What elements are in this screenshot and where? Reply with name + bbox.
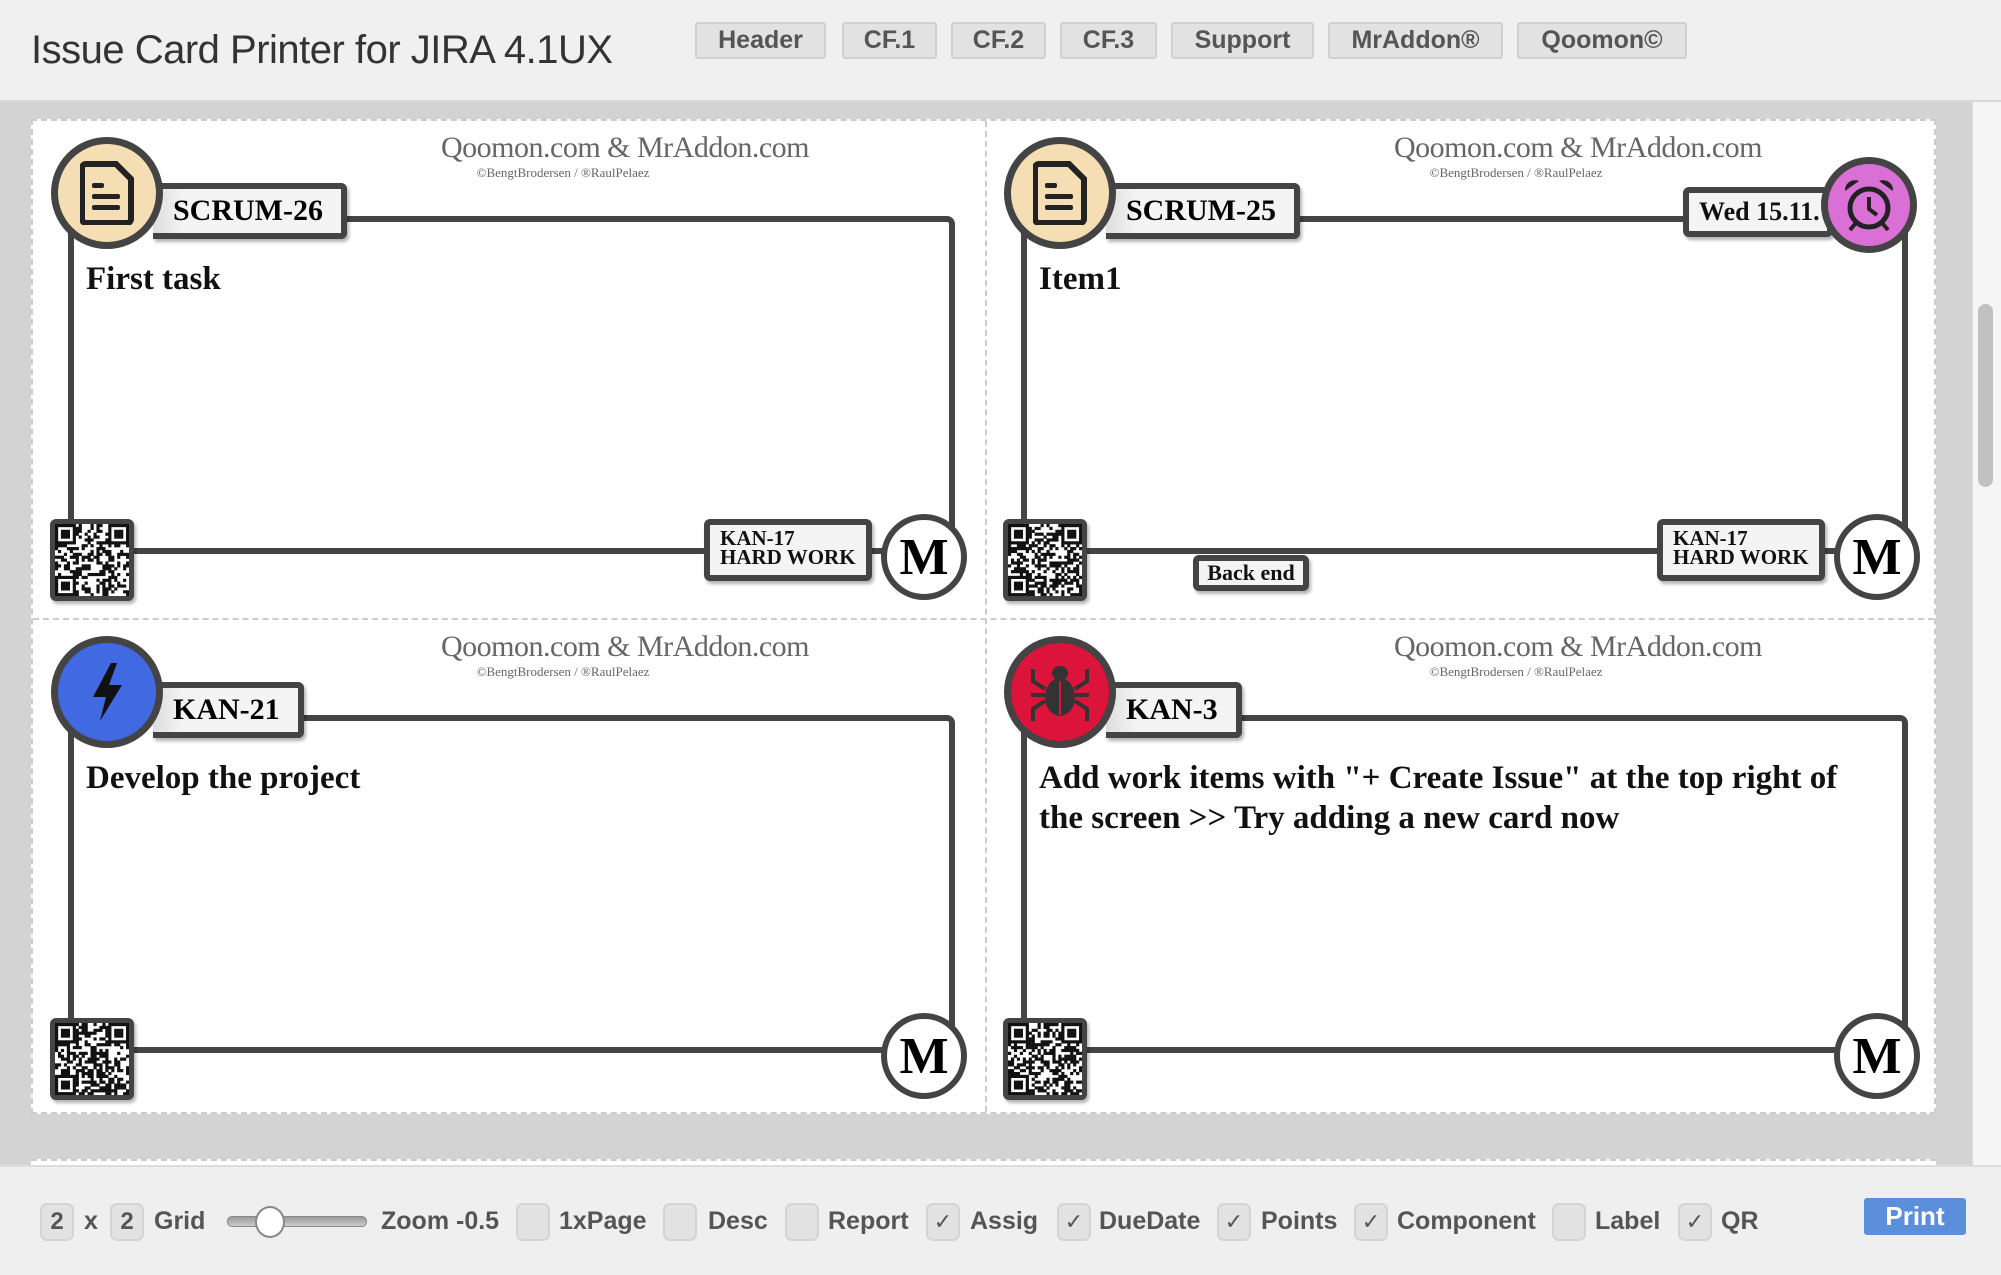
zoom-label: Zoom -0.5: [381, 1206, 500, 1235]
assignee-avatar: M: [881, 514, 967, 600]
issue-type-badge: [51, 636, 163, 748]
watermark: Qoomon.com & MrAddon.com: [441, 630, 809, 663]
label-assig: Assig: [970, 1206, 1039, 1235]
support-button[interactable]: Support: [1171, 22, 1314, 59]
checkbox-label[interactable]: [1552, 1203, 1586, 1241]
watermark-credits: ©BengtBrodersen / ®RaulPelaez: [476, 664, 650, 679]
bug-icon: [1031, 666, 1089, 721]
issue-card[interactable]: Qoomon.com & MrAddon.com ©BengtBrodersen…: [33, 121, 985, 618]
checkbox-qr[interactable]: ✓: [1678, 1203, 1712, 1241]
checkbox-assig[interactable]: ✓: [926, 1203, 960, 1241]
card-frame: [1021, 715, 1908, 1053]
issue-key: KAN-21: [153, 682, 304, 738]
grid-rows-input[interactable]: 2: [40, 1203, 74, 1241]
issue-card[interactable]: Qoomon.com & MrAddon.com ©BengtBrodersen…: [986, 620, 1938, 1117]
issue-summary: Develop the project: [86, 760, 361, 796]
print-preview: Qoomon.com & MrAddon.com ©BengtBrodersen…: [0, 102, 1972, 1165]
issue-key: KAN-3: [1106, 682, 1242, 738]
checkbox-1xpage[interactable]: [516, 1203, 550, 1241]
qr-code: [1003, 519, 1087, 601]
label-component: Component: [1397, 1206, 1536, 1235]
app-title: Issue Card Printer for JIRA 4.1UX: [31, 28, 613, 72]
vertical-scrollbar[interactable]: [1972, 102, 2001, 1165]
header-button[interactable]: Header: [695, 22, 826, 59]
component-key: KAN-17: [1673, 526, 1748, 550]
label-label: Label: [1595, 1206, 1661, 1235]
checkbox-report[interactable]: [785, 1203, 819, 1241]
scrollbar-thumb[interactable]: [1978, 304, 1993, 487]
check-icon: ✓: [1685, 1209, 1705, 1234]
watermark-credits: ©BengtBrodersen / ®RaulPelaez: [476, 165, 650, 180]
qr-code: [50, 1018, 134, 1100]
issue-key: SCRUM-26: [153, 183, 347, 239]
mraddon-button[interactable]: MrAddon®: [1328, 22, 1503, 59]
zoom-slider[interactable]: [227, 1216, 367, 1227]
app-header: Issue Card Printer for JIRA 4.1UX Header…: [0, 0, 2001, 102]
issue-type-badge: [1004, 636, 1116, 748]
label-duedate: DueDate: [1099, 1206, 1201, 1235]
card-divider-vertical: [985, 121, 987, 1112]
checkbox-desc[interactable]: [663, 1203, 697, 1241]
document-icon: [80, 161, 134, 225]
issue-type-badge: [51, 137, 163, 249]
watermark: Qoomon.com & MrAddon.com: [1394, 131, 1762, 164]
issue-summary: Item1: [1039, 261, 1122, 297]
watermark-credits: ©BengtBrodersen / ®RaulPelaez: [1429, 165, 1603, 180]
qr-code: [1003, 1018, 1087, 1100]
issue-key: SCRUM-25: [1106, 183, 1300, 239]
watermark-credits: ©BengtBrodersen / ®RaulPelaez: [1429, 664, 1603, 679]
label-report: Report: [828, 1206, 909, 1235]
card-divider-horizontal: [33, 618, 1934, 620]
cf1-button[interactable]: CF.1: [842, 22, 937, 59]
document-icon: [1033, 161, 1087, 225]
check-icon: ✓: [1361, 1209, 1381, 1234]
card-frame: [1021, 216, 1908, 554]
issue-card[interactable]: Qoomon.com & MrAddon.com ©BengtBrodersen…: [33, 620, 985, 1117]
assignee-avatar: M: [1834, 514, 1920, 600]
due-date: Wed 15.11.: [1683, 187, 1833, 237]
check-icon: ✓: [933, 1209, 953, 1234]
grid-cols-input[interactable]: 2: [110, 1203, 144, 1241]
qr-code: [50, 519, 134, 601]
bolt-icon: [93, 663, 122, 721]
cf3-button[interactable]: CF.3: [1060, 22, 1157, 59]
print-page: Qoomon.com & MrAddon.com ©BengtBrodersen…: [31, 119, 1936, 1114]
label-badge: Back end: [1193, 555, 1309, 591]
checkbox-duedate[interactable]: ✓: [1057, 1203, 1091, 1241]
component-key: KAN-17: [720, 526, 795, 550]
card-frame: [68, 715, 955, 1053]
next-print-page: [31, 1159, 1936, 1165]
checkbox-component[interactable]: ✓: [1354, 1203, 1388, 1241]
assignee-avatar: M: [1834, 1013, 1920, 1099]
alarm-clock-icon: [1844, 180, 1894, 232]
issue-summary: First task: [86, 261, 221, 297]
grid-x-label: x: [84, 1206, 98, 1235]
component-name: HARD WORK: [1673, 545, 1809, 569]
card-frame: [68, 216, 955, 554]
issue-card[interactable]: Qoomon.com & MrAddon.com ©BengtBrodersen…: [986, 121, 1938, 618]
label-desc: Desc: [708, 1206, 768, 1235]
check-icon: ✓: [1064, 1209, 1084, 1234]
issue-type-badge: [1004, 137, 1116, 249]
label-points: Points: [1261, 1206, 1338, 1235]
due-date-badge: [1821, 157, 1917, 253]
label-qr: QR: [1721, 1206, 1759, 1235]
cf2-button[interactable]: CF.2: [951, 22, 1046, 59]
qoomon-button[interactable]: Qoomon©: [1517, 22, 1687, 59]
checkbox-points[interactable]: ✓: [1217, 1203, 1251, 1241]
component-name: HARD WORK: [720, 545, 856, 569]
issue-summary: Add work items with "+ Create Issue" at …: [1039, 760, 1838, 836]
watermark: Qoomon.com & MrAddon.com: [1394, 630, 1762, 663]
print-button[interactable]: Print: [1864, 1198, 1966, 1235]
watermark: Qoomon.com & MrAddon.com: [441, 131, 809, 164]
grid-label: Grid: [154, 1206, 206, 1235]
label-1xpage: 1xPage: [559, 1206, 647, 1235]
zoom-slider-handle[interactable]: [255, 1206, 285, 1238]
check-icon: ✓: [1224, 1209, 1244, 1234]
assignee-avatar: M: [881, 1013, 967, 1099]
